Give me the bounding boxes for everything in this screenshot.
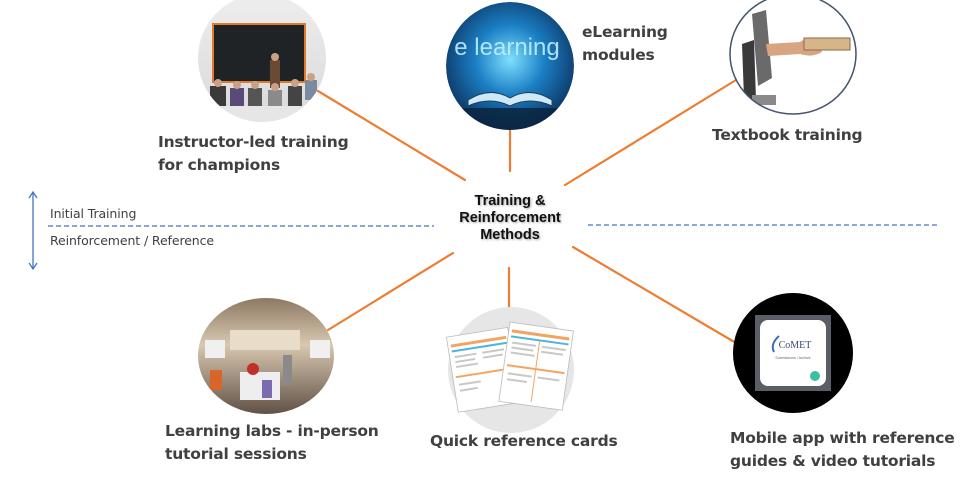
label-line: Textbook training: [712, 126, 863, 144]
classroom-photo-icon: [198, 0, 326, 122]
textbook-label: Textbook training: [712, 124, 863, 147]
center-hub-title: Training & Reinforcement Methods: [440, 193, 580, 244]
app-subtitle: Submissions / Archive: [775, 356, 810, 360]
reinforcement-reference-label: Reinforcement / Reference: [50, 233, 214, 248]
elearning-label: eLearning modules: [582, 21, 668, 67]
mobile-app-label: Mobile app with reference guides & video…: [730, 427, 955, 473]
label-line: modules: [582, 46, 655, 64]
learning-labs-label: Learning labs - in-person tutorial sessi…: [165, 420, 379, 466]
label-line: eLearning: [582, 23, 668, 41]
instructor-led-label: Instructor-led training for champions: [158, 131, 349, 177]
center-line: Methods: [480, 227, 540, 243]
elearning-book-photo-icon: e learning: [446, 2, 574, 130]
center-line: Training &: [474, 193, 546, 209]
label-line: Learning labs - in-person: [165, 422, 379, 440]
center-line: Reinforcement: [459, 210, 561, 226]
comet-app-icon: CoMET Submissions / Archive: [733, 293, 853, 413]
quick-reference-label: Quick reference cards: [430, 430, 618, 453]
elearning-image-text: e learning: [454, 34, 559, 61]
connector-labs: [326, 251, 455, 332]
learning-lab-photo-icon: [198, 298, 334, 414]
reference-cards-photo-icon: [445, 307, 574, 433]
label-line: Mobile app with reference: [730, 429, 955, 447]
label-line: for champions: [158, 156, 280, 174]
connector-mobile: [571, 245, 738, 345]
label-line: Instructor-led training: [158, 133, 349, 151]
label-line: Quick reference cards: [430, 432, 618, 450]
double-arrow-icon: [28, 190, 38, 271]
label-line: tutorial sessions: [165, 445, 307, 463]
label-line: guides & video tutorials: [730, 452, 936, 470]
connector-instructor: [316, 89, 467, 182]
initial-training-label: Initial Training: [50, 206, 137, 221]
connector-textbook: [563, 78, 738, 187]
app-name: CoMET: [779, 340, 812, 351]
hand-book-monitor-photo-icon: [729, 0, 857, 115]
